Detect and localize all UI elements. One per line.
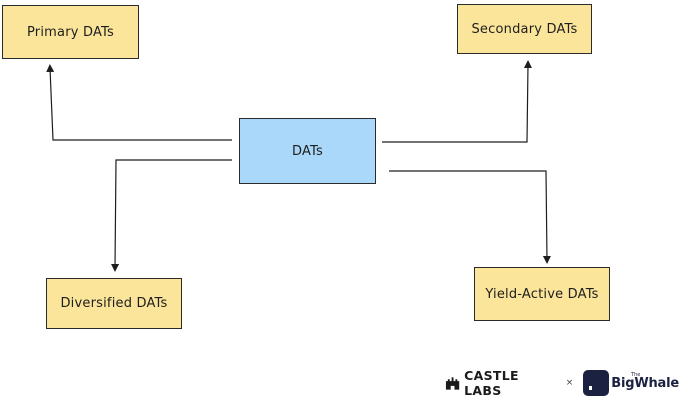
node-yield-active-label: Yield-Active DATs (485, 286, 599, 302)
node-secondary-dats: Secondary DATs (457, 4, 592, 54)
connector-to-yield-active (389, 170, 551, 264)
brand-big-whale-text: BigWhale (611, 375, 679, 391)
brand-separator: × (565, 378, 574, 388)
brand-castle-labs-text: CASTLE LABS (464, 368, 519, 398)
node-dats-center: DATs (239, 118, 376, 184)
brand-the-big-whale: BigWhale (583, 370, 679, 396)
brand-the-prefix: The (631, 372, 641, 378)
node-yield-active-dats: Yield-Active DATs (474, 267, 610, 321)
whale-square-icon (583, 370, 610, 396)
node-diversified-label: Diversified DATs (60, 296, 168, 311)
node-diversified-dats: Diversified DATs (46, 278, 182, 329)
node-center-label: DATs (291, 143, 324, 159)
connector-to-primary (46, 64, 232, 141)
connector-to-diversified (111, 159, 232, 272)
node-primary-label: Primary DATs (27, 24, 114, 40)
connector-to-secondary (382, 60, 532, 143)
node-primary-dats: Primary DATs (2, 5, 139, 59)
node-secondary-label: Secondary DATs (471, 21, 578, 37)
brand-castle-labs: CASTLE LABS (445, 368, 556, 398)
footer-brands: CASTLE LABS × BigWhale (445, 368, 679, 398)
castle-icon (445, 377, 460, 390)
